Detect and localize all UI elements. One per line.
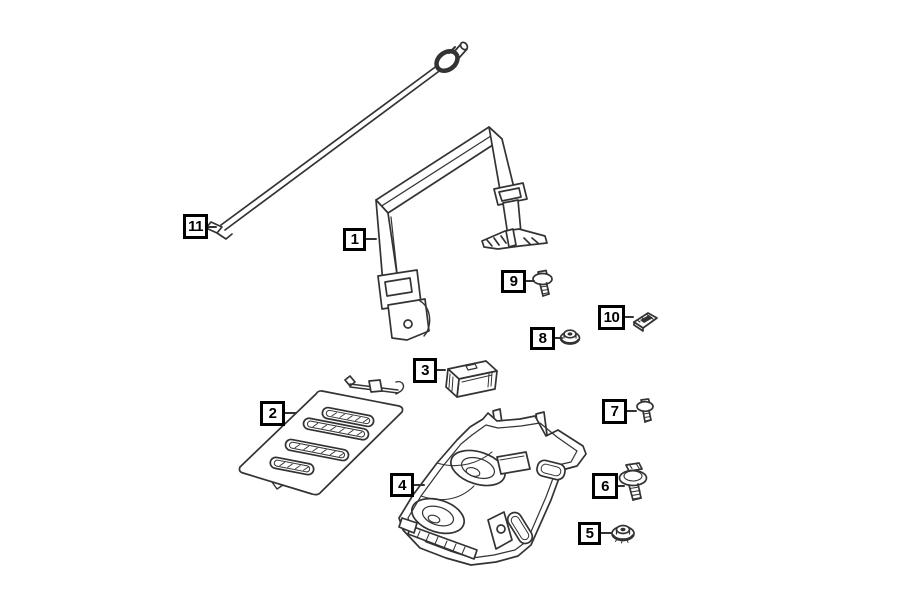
screw-7-drawing: [636, 398, 654, 423]
leader-lines: [207, 226, 637, 534]
callout-7-number: 7: [610, 403, 619, 420]
callout-8[interactable]: 8: [530, 327, 555, 350]
callout-10-number: 10: [603, 309, 620, 326]
callout-3-number: 3: [421, 362, 429, 379]
bolt-6-drawing: [618, 462, 648, 501]
callout-3[interactable]: 3: [413, 358, 437, 383]
battery-tray-drawing: [398, 408, 587, 566]
rod-drawing: [205, 41, 469, 240]
nut-5-drawing: [611, 524, 635, 544]
callout-2-number: 2: [268, 405, 277, 422]
cover-panel-drawing: [238, 375, 405, 496]
callout-10[interactable]: 10: [598, 305, 625, 330]
callout-7[interactable]: 7: [602, 399, 627, 424]
callout-4[interactable]: 4: [390, 473, 414, 497]
callout-6[interactable]: 6: [592, 473, 618, 499]
callout-6-number: 6: [601, 477, 609, 495]
callout-5-number: 5: [585, 525, 594, 542]
callout-2[interactable]: 2: [260, 401, 285, 426]
callout-1[interactable]: 1: [343, 228, 366, 251]
spacer-block-drawing: [445, 360, 498, 398]
callout-9[interactable]: 9: [501, 270, 526, 293]
callout-11-number: 11: [188, 218, 203, 235]
strap-drawing: [375, 126, 548, 341]
nut-8-drawing: [559, 329, 581, 345]
callout-8-number: 8: [538, 330, 547, 347]
callout-9-number: 9: [509, 273, 518, 290]
clip-10-drawing: [633, 312, 658, 332]
callout-4-number: 4: [398, 476, 406, 494]
callout-5[interactable]: 5: [578, 522, 601, 545]
screw-9-drawing: [532, 269, 553, 297]
callout-1-number: 1: [350, 231, 359, 248]
callout-11[interactable]: 11: [183, 214, 208, 239]
